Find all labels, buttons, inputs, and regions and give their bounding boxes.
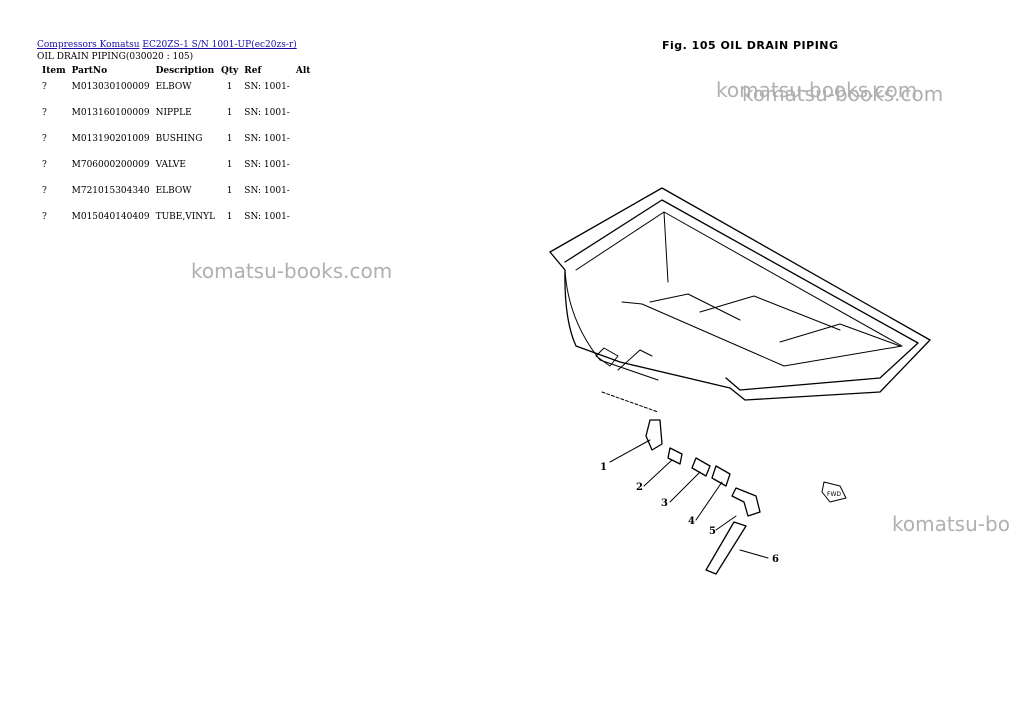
table-row: ? M706000200009 VALVE 1 SN: 1001- <box>37 160 313 186</box>
cell-ref: SN: 1001- <box>244 186 290 196</box>
cell-alt <box>293 134 314 160</box>
watermark-text: komatsu-bo <box>892 512 1010 536</box>
cell-partno: M015040140409 <box>71 212 150 222</box>
watermark-text: komatsu-books.com <box>716 78 918 102</box>
page-subtitle: OIL DRAIN PIPING(030020 : 105) <box>37 52 194 62</box>
breadcrumb: Compressors Komatsu EC20ZS-1 S/N 1001-UP… <box>37 40 297 50</box>
cell-ref: SN: 1001- <box>244 212 290 222</box>
cell-qty: 1 <box>226 212 233 222</box>
header-description: Description <box>155 66 215 76</box>
callout-1: 1 <box>600 462 607 473</box>
cell-description: TUBE,VINYL <box>155 212 216 222</box>
cell-partno: M013030100009 <box>71 82 150 92</box>
header-item: Item <box>42 66 66 76</box>
cell-ref: SN: 1001- <box>244 134 290 144</box>
callout-6: 6 <box>772 554 779 565</box>
cell-partno: M013190201009 <box>71 134 150 144</box>
table-row: ? M015040140409 TUBE,VINYL 1 SN: 1001- <box>37 212 313 228</box>
cell-ref: SN: 1001- <box>244 108 290 118</box>
cell-item: ? <box>42 212 47 222</box>
cell-partno: M721015304340 <box>71 186 150 196</box>
header-ref: Ref <box>244 66 262 76</box>
cell-qty: 1 <box>226 134 233 144</box>
cell-alt <box>293 82 314 108</box>
cell-description: ELBOW <box>155 186 192 196</box>
cell-item: ? <box>42 108 47 118</box>
breadcrumb-link-model[interactable]: EC20ZS-1 S/N 1001-UP(ec20zs-r) <box>142 40 297 50</box>
cell-qty: 1 <box>226 108 233 118</box>
callout-4: 4 <box>688 516 695 527</box>
cell-qty: 1 <box>226 186 233 196</box>
table-row: ? M013030100009 ELBOW 1 SN: 1001- <box>37 82 313 108</box>
cell-alt <box>293 160 314 186</box>
watermark-text: komatsu-books.com <box>742 82 944 106</box>
header-partno: PartNo <box>71 66 108 76</box>
cell-ref: SN: 1001- <box>244 82 290 92</box>
cell-description: NIPPLE <box>155 108 192 118</box>
breadcrumb-link-compressors[interactable]: Compressors Komatsu <box>37 40 140 50</box>
table-row: ? M013160100009 NIPPLE 1 SN: 1001- <box>37 108 313 134</box>
cell-qty: 1 <box>226 160 233 170</box>
header-alt: Alt <box>295 66 311 76</box>
callout-2: 2 <box>636 482 643 493</box>
callout-3: 3 <box>661 498 668 509</box>
watermark-text: komatsu-books.com <box>191 259 393 283</box>
oil-drain-piping-diagram: FWD 1 2 3 4 5 6 <box>549 187 931 575</box>
leader-lines <box>609 439 769 559</box>
cell-description: VALVE <box>155 160 186 170</box>
drain-fittings-drawing: FWD <box>601 391 847 575</box>
cell-item: ? <box>42 186 47 196</box>
cell-ref: SN: 1001- <box>244 160 290 170</box>
cell-description: ELBOW <box>155 82 192 92</box>
cell-qty: 1 <box>226 82 233 92</box>
callout-5: 5 <box>709 526 716 537</box>
cell-alt <box>293 212 314 228</box>
cell-alt <box>293 186 314 212</box>
cell-item: ? <box>42 134 47 144</box>
fwd-arrow-label: FWD <box>827 491 841 498</box>
table-header-row: Item PartNo Description Qty Ref Alt <box>37 66 313 82</box>
table-row: ? M721015304340 ELBOW 1 SN: 1001- <box>37 186 313 212</box>
cell-alt <box>293 108 314 134</box>
cell-partno: M706000200009 <box>71 160 150 170</box>
table-row: ? M013190201009 BUSHING 1 SN: 1001- <box>37 134 313 160</box>
cell-item: ? <box>42 82 47 92</box>
cell-item: ? <box>42 160 47 170</box>
cell-description: BUSHING <box>155 134 203 144</box>
figure-title: Fig. 105 OIL DRAIN PIPING <box>662 39 839 52</box>
oil-pan-drawing <box>549 187 931 401</box>
cell-partno: M013160100009 <box>71 108 150 118</box>
header-qty: Qty <box>221 66 239 76</box>
parts-table: Item PartNo Description Qty Ref Alt ? M0… <box>37 66 313 228</box>
